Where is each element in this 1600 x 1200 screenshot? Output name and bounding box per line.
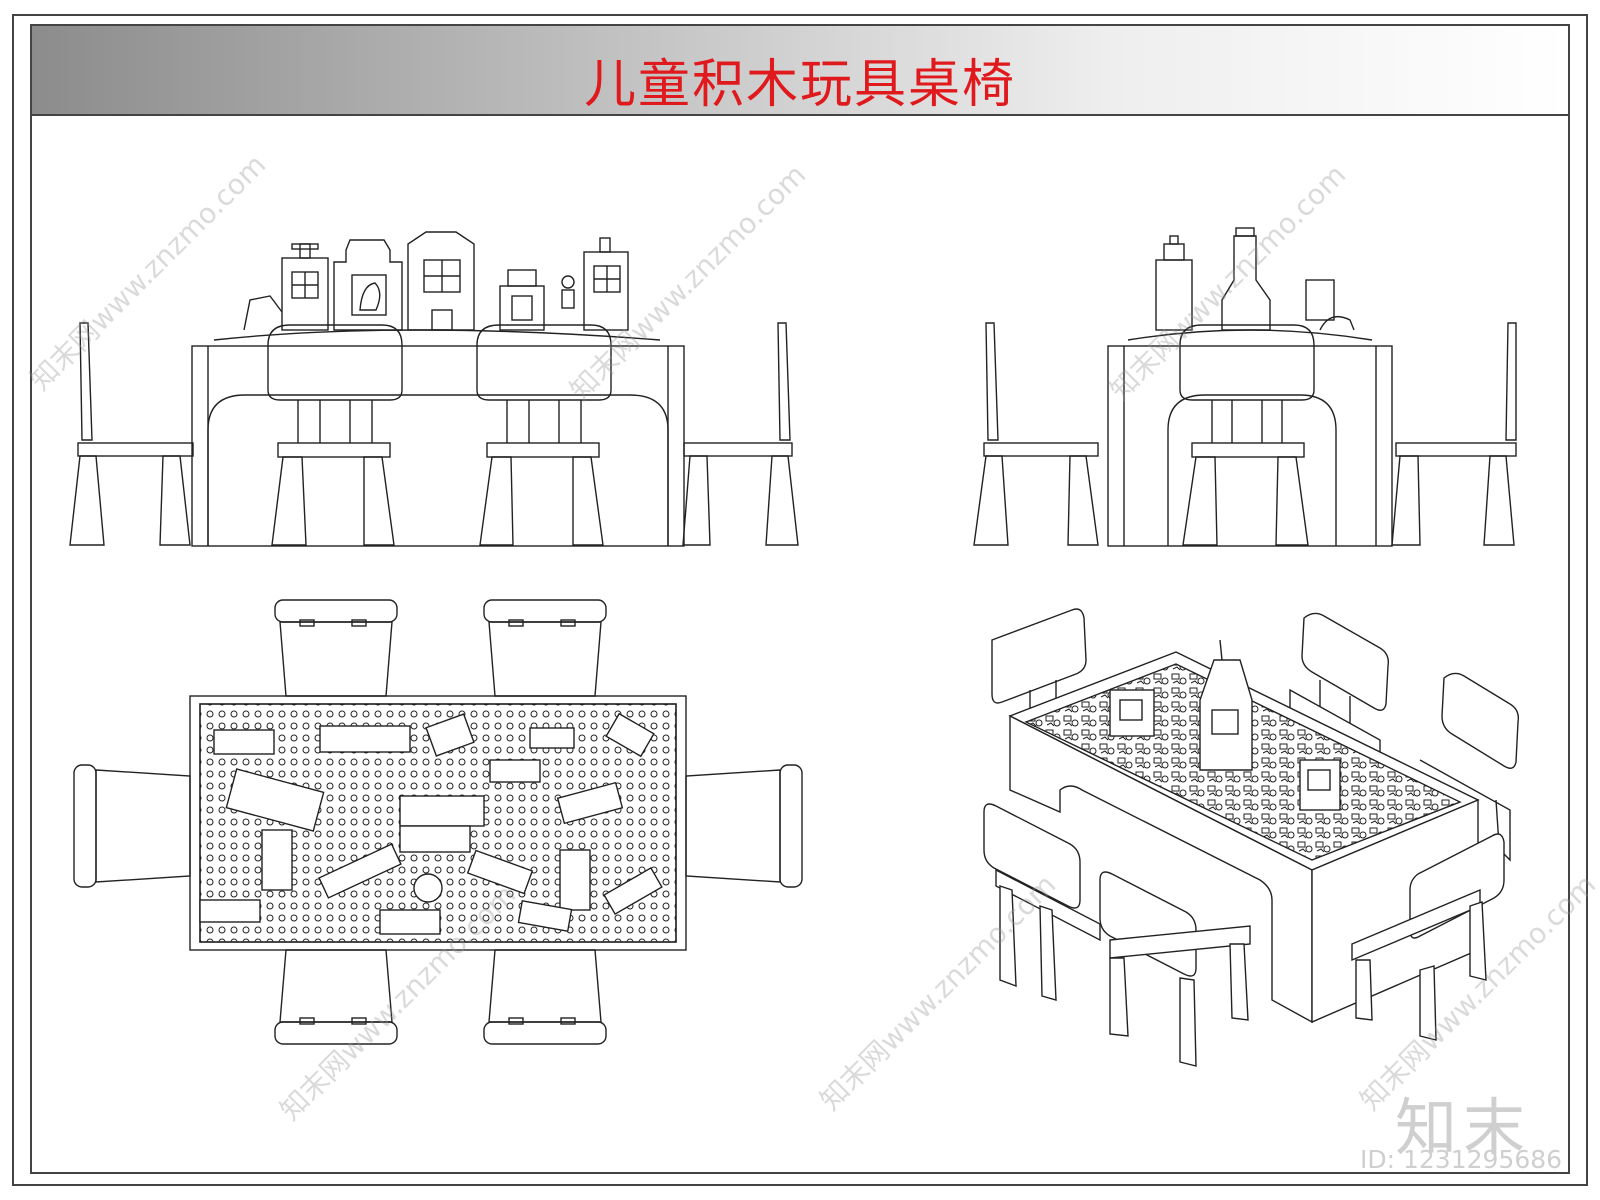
side-right-chair xyxy=(1391,322,1517,546)
front-block-city xyxy=(213,231,661,341)
front-center-chair-1 xyxy=(267,324,403,546)
id-label: ID: 1231295686 xyxy=(1360,1145,1563,1174)
outer-frame xyxy=(12,14,1588,1186)
front-table xyxy=(191,345,685,547)
side-center-chair xyxy=(1179,324,1315,546)
iso-chair-front-center xyxy=(1099,871,1251,1067)
plan-chair-left xyxy=(73,764,191,888)
iso-table xyxy=(1008,639,1480,1024)
plan-chair-bottom-right xyxy=(483,949,607,1045)
isometric-view xyxy=(983,608,1520,1067)
iso-chair-front-left xyxy=(983,803,1101,1001)
page-title: 儿童积木玩具桌椅 xyxy=(583,55,1016,115)
title-bar: 儿童积木玩具桌椅 xyxy=(32,26,1568,116)
plan-chair-right xyxy=(685,764,803,888)
inner-frame xyxy=(30,24,1570,1174)
side-table xyxy=(1107,345,1393,547)
front-right-chair xyxy=(682,322,799,546)
plan-chair-top-left xyxy=(274,599,398,697)
front-elevation xyxy=(69,231,799,547)
front-left-chair xyxy=(69,322,194,546)
plan-chair-top-right xyxy=(483,599,607,697)
side-left-chair xyxy=(973,322,1099,546)
iso-chair-front-right xyxy=(1351,833,1505,1041)
front-center-chair-2 xyxy=(476,324,612,546)
side-block-city xyxy=(1127,227,1373,341)
brand-logo: 知末 xyxy=(1395,1091,1532,1164)
side-elevation xyxy=(973,227,1517,547)
plan-table xyxy=(189,695,687,951)
plan-view xyxy=(73,599,803,1045)
